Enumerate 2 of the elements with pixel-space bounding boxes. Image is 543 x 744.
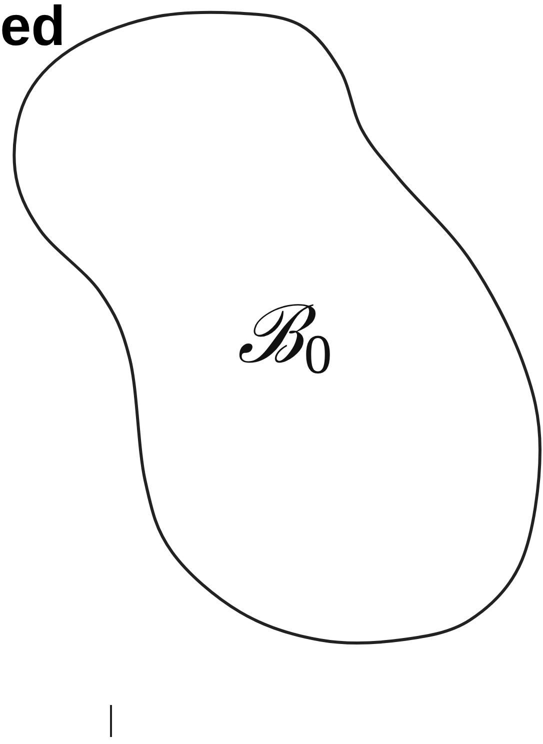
heading-fragment: ed — [0, 0, 66, 54]
body-symbol: ℬ$_{0}$ — [237, 295, 332, 384]
